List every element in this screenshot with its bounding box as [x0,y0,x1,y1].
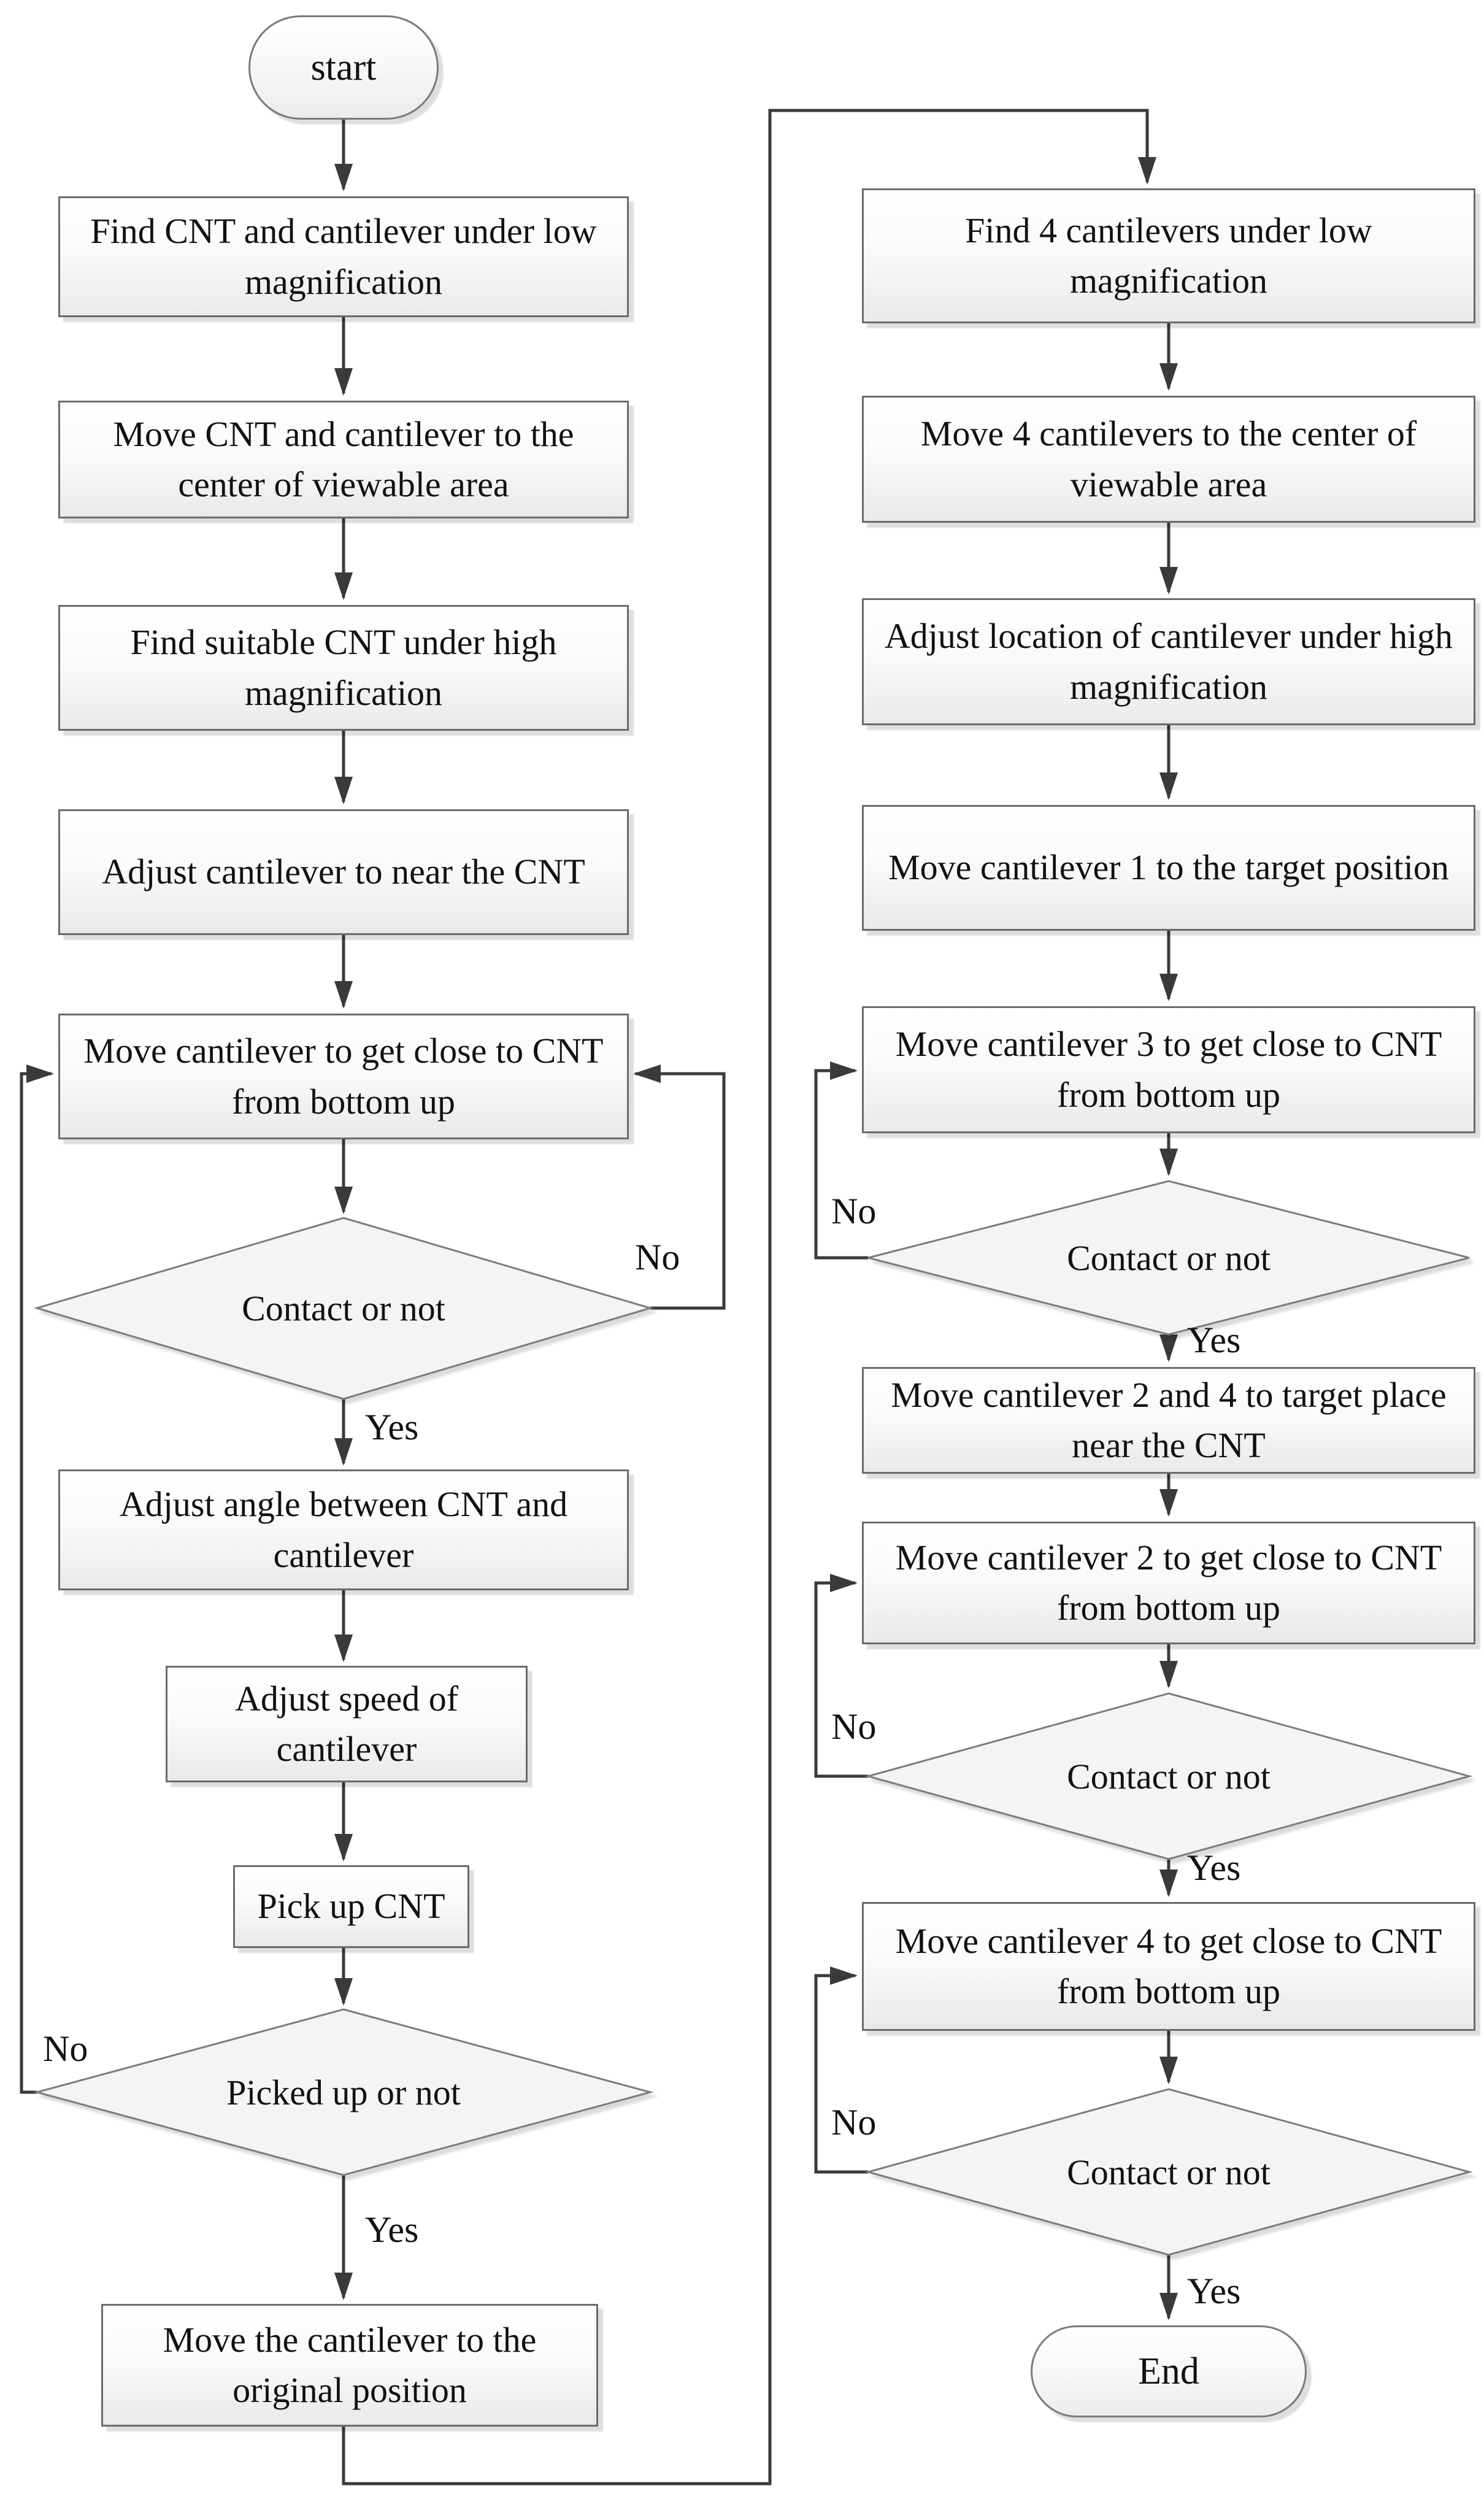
branch-yes-rd3: Yes [1187,2270,1240,2312]
decision-label: Contact or not [242,1288,445,1328]
loop-d1-no-l5 [632,1065,726,1310]
node-start: start [248,15,439,120]
process-label: Move cantilever 3 to get close to CNT fr… [895,1024,1442,1115]
branch-no-d1: No [635,1236,680,1279]
process-move-cantilever-close-cnt: Move cantilever to get close to CNT from… [58,1014,629,1139]
branch-no-text: No [43,2028,88,2069]
process-move-cantilever-2-4-target: Move cantilever 2 and 4 to target place … [862,1367,1475,1474]
decision-contact-r1-shape [867,1180,1470,1336]
branch-yes-text: Yes [365,1407,419,1447]
decision-label: Contact or not [1067,2152,1271,2192]
branch-yes-text: Yes [1187,1320,1241,1360]
loop-rd3-no-r8 [814,1966,868,2174]
branch-no-text: No [831,1706,877,1747]
process-label: Move the cantilever to the original posi… [163,2319,537,2410]
branch-no-text: No [635,1237,680,1277]
process-label: Move cantilever 4 to get close to CNT fr… [895,1920,1442,2011]
decision-contact-r1-label: Contact or not [954,1215,1383,1301]
process-move-cantilever-1-target: Move cantilever 1 to the target position [862,805,1475,931]
node-end-label: End [1138,2350,1199,2392]
decision-picked-up-shape [33,2008,654,2176]
branch-no-d2: No [43,2028,88,2070]
decision-contact-1-label: Contact or not [129,1265,558,1351]
node-end: End [1031,2325,1307,2417]
branch-no-text: No [831,2102,877,2143]
decision-label: Contact or not [1067,1238,1271,1278]
branch-yes-d2: Yes [365,2209,418,2251]
branch-yes-text: Yes [1187,1847,1241,1888]
process-move-cantilever-4-close: Move cantilever 4 to get close to CNT fr… [862,1902,1475,2031]
process-label: Adjust cantilever to near the CNT [102,852,585,892]
branch-yes-rd1: Yes [1187,1319,1240,1361]
process-adjust-angle: Adjust angle between CNT and cantilever [58,1469,629,1590]
process-find-cnt-low-mag: Find CNT and cantilever under low magnif… [58,196,629,317]
process-find-4-cantilevers: Find 4 cantilevers under low magnificati… [862,188,1475,323]
decision-contact-1-shape [33,1217,654,1400]
decision-label: Contact or not [1067,1756,1271,1796]
branch-yes-text: Yes [365,2209,419,2250]
process-move-cantilever-2-close: Move cantilever 2 to get close to CNT fr… [862,1522,1475,1644]
process-label: Move cantilever 2 and 4 to target place … [891,1374,1447,1465]
decision-contact-r2-label: Contact or not [954,1733,1383,1819]
edge-l9-r1 [342,109,1156,2486]
decision-contact-r2-shape [864,1692,1473,1860]
loop-rd1-no-r5 [814,1061,868,1260]
node-start-label: start [310,46,377,88]
process-label: Adjust speed of cantilever [234,1678,459,1769]
decision-contact-r3-label: Contact or not [954,2129,1383,2215]
process-move-cantilever-3-close: Move cantilever 3 to get close to CNT fr… [862,1006,1475,1133]
process-adjust-cantilever-near-cnt: Adjust cantilever to near the CNT [58,809,629,935]
decision-picked-up-label: Picked up or not [129,2049,558,2135]
process-label: Move cantilever to get close to CNT from… [83,1031,604,1122]
loop-d2-no-l5 [20,1065,55,2094]
decision-label: Picked up or not [226,2072,461,2112]
process-label: Move cantilever 2 to get close to CNT fr… [895,1537,1442,1628]
process-move-4-cantilevers-center: Move 4 cantilevers to the center of view… [862,396,1475,523]
branch-no-text: No [831,1191,877,1231]
process-pick-up-cnt: Pick up CNT [233,1865,469,1948]
process-label: Find 4 cantilevers under low magnificati… [965,210,1372,301]
loop-rd2-no-r7 [814,1574,868,1778]
process-label: Move CNT and cantilever to the center of… [113,414,574,504]
process-label: Move 4 cantilevers to the center of view… [920,414,1417,504]
branch-no-rd1: No [831,1190,876,1233]
process-label: Move cantilever 1 to the target position [888,847,1449,888]
process-label: Adjust location of cantilever under high… [884,616,1453,707]
process-adjust-location-cantilever: Adjust location of cantilever under high… [862,598,1475,725]
decision-contact-r3-shape [864,2088,1473,2256]
process-move-cnt-center: Move CNT and cantilever to the center of… [58,401,629,518]
branch-yes-text: Yes [1187,2271,1241,2311]
process-label: Find suitable CNT under high magnificati… [130,622,557,713]
process-label: Find CNT and cantilever under low magnif… [90,211,597,302]
branch-yes-rd2: Yes [1187,1847,1240,1889]
branch-no-rd3: No [831,2101,876,2144]
process-find-suitable-cnt: Find suitable CNT under high magnificati… [58,605,629,731]
process-label: Pick up CNT [257,1886,445,1927]
branch-no-rd2: No [831,1706,876,1748]
process-label: Adjust angle between CNT and cantilever [119,1484,568,1575]
process-move-cantilever-original-position: Move the cantilever to the original posi… [101,2304,598,2427]
branch-yes-d1: Yes [365,1406,418,1449]
process-adjust-speed: Adjust speed of cantilever [166,1666,528,1782]
